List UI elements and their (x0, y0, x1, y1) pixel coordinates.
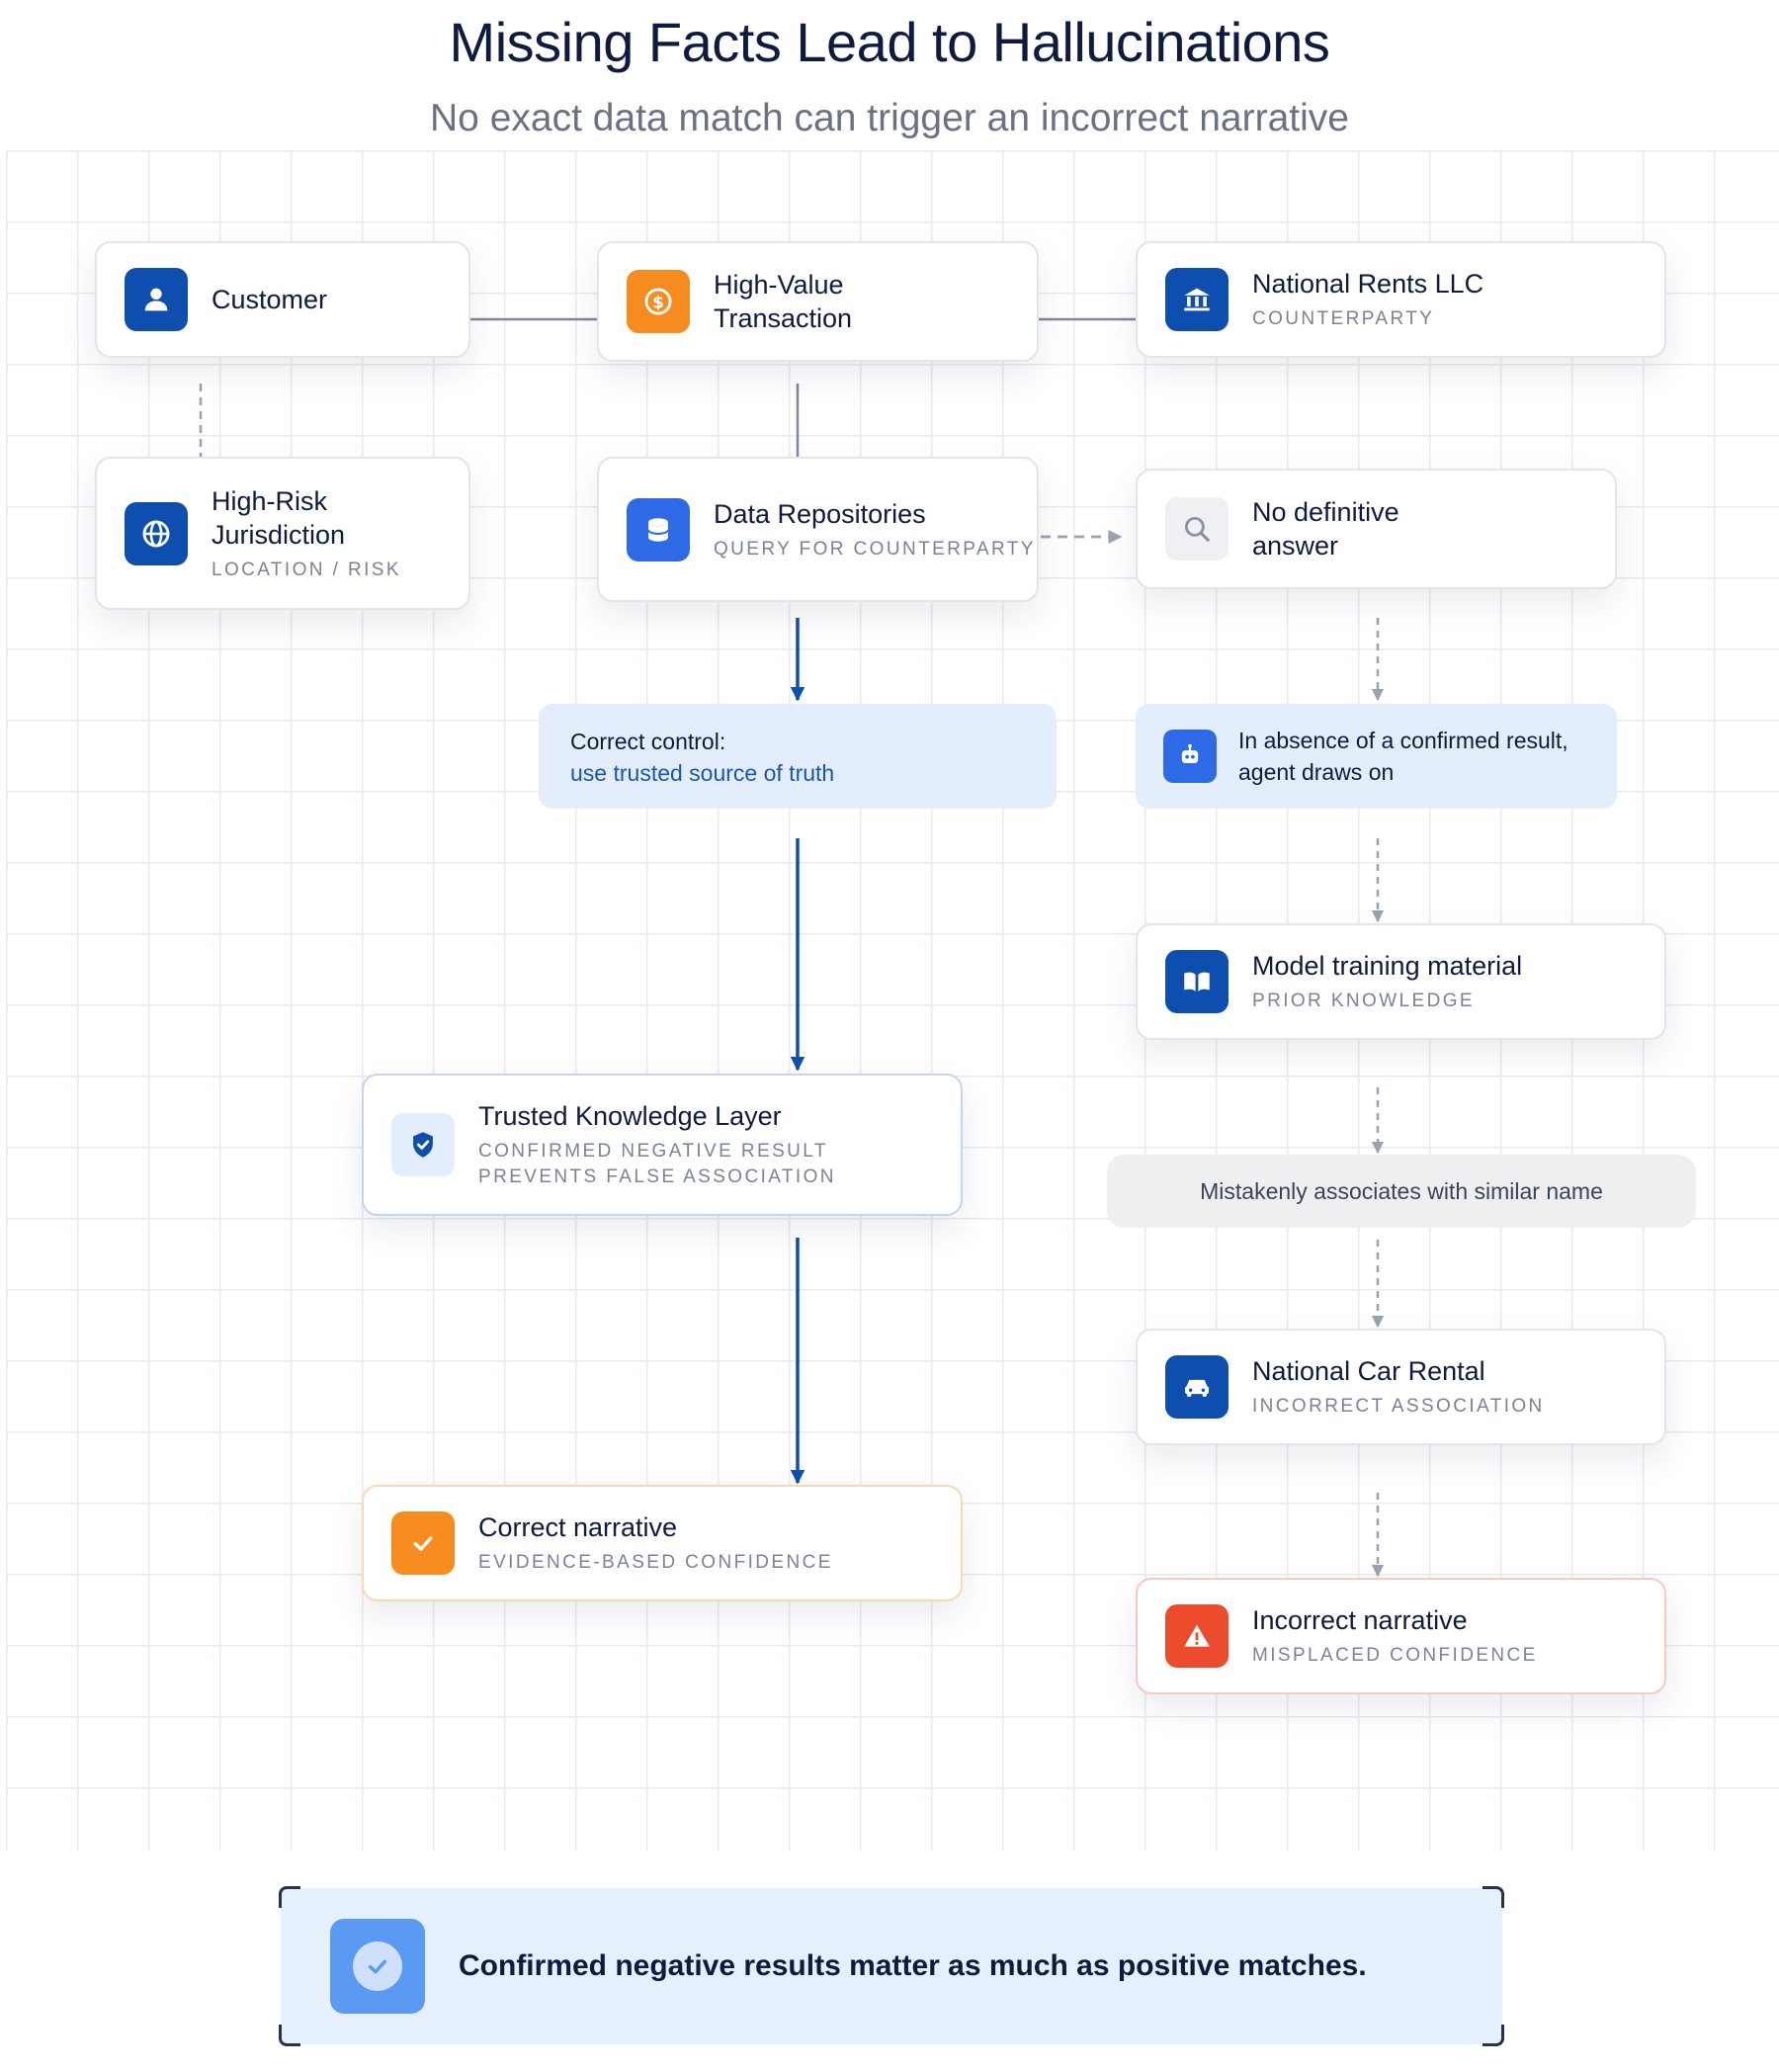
mistaken-association-text: Mistakenly associates with similar name (1200, 1177, 1603, 1204)
counterparty-title: National Rents LLC (1252, 269, 1484, 299)
repositories-node: Data Repositories QUERY FOR COUNTERPARTY (597, 457, 1039, 602)
incorrect-narrative-node: Incorrect narrative MISPLACED CONFIDENCE (1136, 1578, 1666, 1694)
database-icon (627, 497, 690, 561)
trusted-layer-sub1: CONFIRMED NEGATIVE RESULT (478, 1141, 828, 1162)
car-rental-node: National Car Rental INCORRECT ASSOCIATIO… (1136, 1329, 1666, 1445)
robot-icon (1163, 730, 1217, 783)
transaction-title: High-Value Transaction (714, 270, 853, 333)
transaction-node: $ High-Value Transaction (597, 241, 1039, 362)
correct-narrative-title: Correct narrative (478, 1512, 678, 1542)
car-rental-title: National Car Rental (1252, 1356, 1485, 1386)
check-icon (391, 1511, 455, 1575)
page-subtitle: No exact data match can trigger an incor… (430, 97, 1349, 139)
training-title: Model training material (1252, 951, 1523, 981)
callout-corner (279, 2025, 300, 2046)
incorrect-narrative-sub: MISPLACED CONFIDENCE (1252, 1645, 1538, 1666)
no-answer-node: No definitive answer (1136, 469, 1617, 589)
counterparty-node: National Rents LLC COUNTERPARTY (1136, 241, 1666, 358)
correct-control-line2: use trusted source of truth (570, 760, 835, 786)
jurisdiction-node: High-Risk Jurisdiction LOCATION / RISK (95, 457, 470, 610)
search-icon (1165, 497, 1228, 561)
user-icon (125, 268, 188, 331)
customer-node: Customer (95, 241, 470, 358)
callout-corner (279, 1886, 300, 1908)
trusted-layer-sub2: PREVENTS FALSE ASSOCIATION (478, 1166, 836, 1187)
correct-narrative-sub: EVIDENCE-BASED CONFIDENCE (478, 1552, 833, 1573)
mistaken-association-note: Mistakenly associates with similar name (1107, 1155, 1696, 1228)
key-takeaway-callout: Confirmed negative results matter as muc… (279, 1886, 1504, 2046)
warning-icon (1165, 1604, 1228, 1668)
callout-corner (1482, 1886, 1504, 1908)
car-icon (1165, 1355, 1228, 1419)
training-node: Model training material PRIOR KNOWLEDGE (1136, 923, 1666, 1040)
absence-text: In absence of a confirmed result, agent … (1238, 728, 1568, 785)
car-rental-sub: INCORRECT ASSOCIATION (1252, 1396, 1545, 1417)
trusted-layer-node: Trusted Knowledge Layer CONFIRMED NEGATI… (362, 1074, 963, 1216)
trusted-layer-title: Trusted Knowledge Layer (478, 1101, 782, 1131)
globe-icon (125, 501, 188, 565)
counterparty-sub: COUNTERPARTY (1252, 308, 1435, 329)
check-circle-icon (330, 1919, 425, 2014)
callout-corner (1482, 2025, 1504, 2046)
callout-text: Confirmed negative results matter as muc… (459, 1949, 1367, 1982)
dollar-coin-icon: $ (627, 270, 690, 333)
page-title: Missing Facts Lead to Hallucinations (449, 11, 1330, 73)
jurisdiction-title: High-Risk Jurisdiction (212, 485, 346, 550)
customer-title: Customer (212, 285, 328, 314)
training-sub: PRIOR KNOWLEDGE (1252, 991, 1475, 1011)
correct-narrative-node: Correct narrative EVIDENCE-BASED CONFIDE… (362, 1485, 963, 1601)
incorrect-narrative-title: Incorrect narrative (1252, 1605, 1468, 1635)
repositories-title: Data Repositories (714, 498, 926, 529)
jurisdiction-sub: LOCATION / RISK (212, 559, 401, 580)
shield-check-icon (391, 1113, 455, 1176)
bank-icon (1165, 268, 1228, 331)
svg-text:$: $ (652, 293, 664, 312)
correct-control-line1: Correct control: (570, 729, 726, 754)
absence-note: In absence of a confirmed result, agent … (1136, 704, 1617, 809)
repositories-sub: QUERY FOR COUNTERPARTY (714, 538, 1036, 560)
correct-control-note: Correct control: use trusted source of t… (539, 704, 1057, 809)
book-icon (1165, 950, 1228, 1013)
no-answer-title: No definitive answer (1252, 497, 1399, 561)
